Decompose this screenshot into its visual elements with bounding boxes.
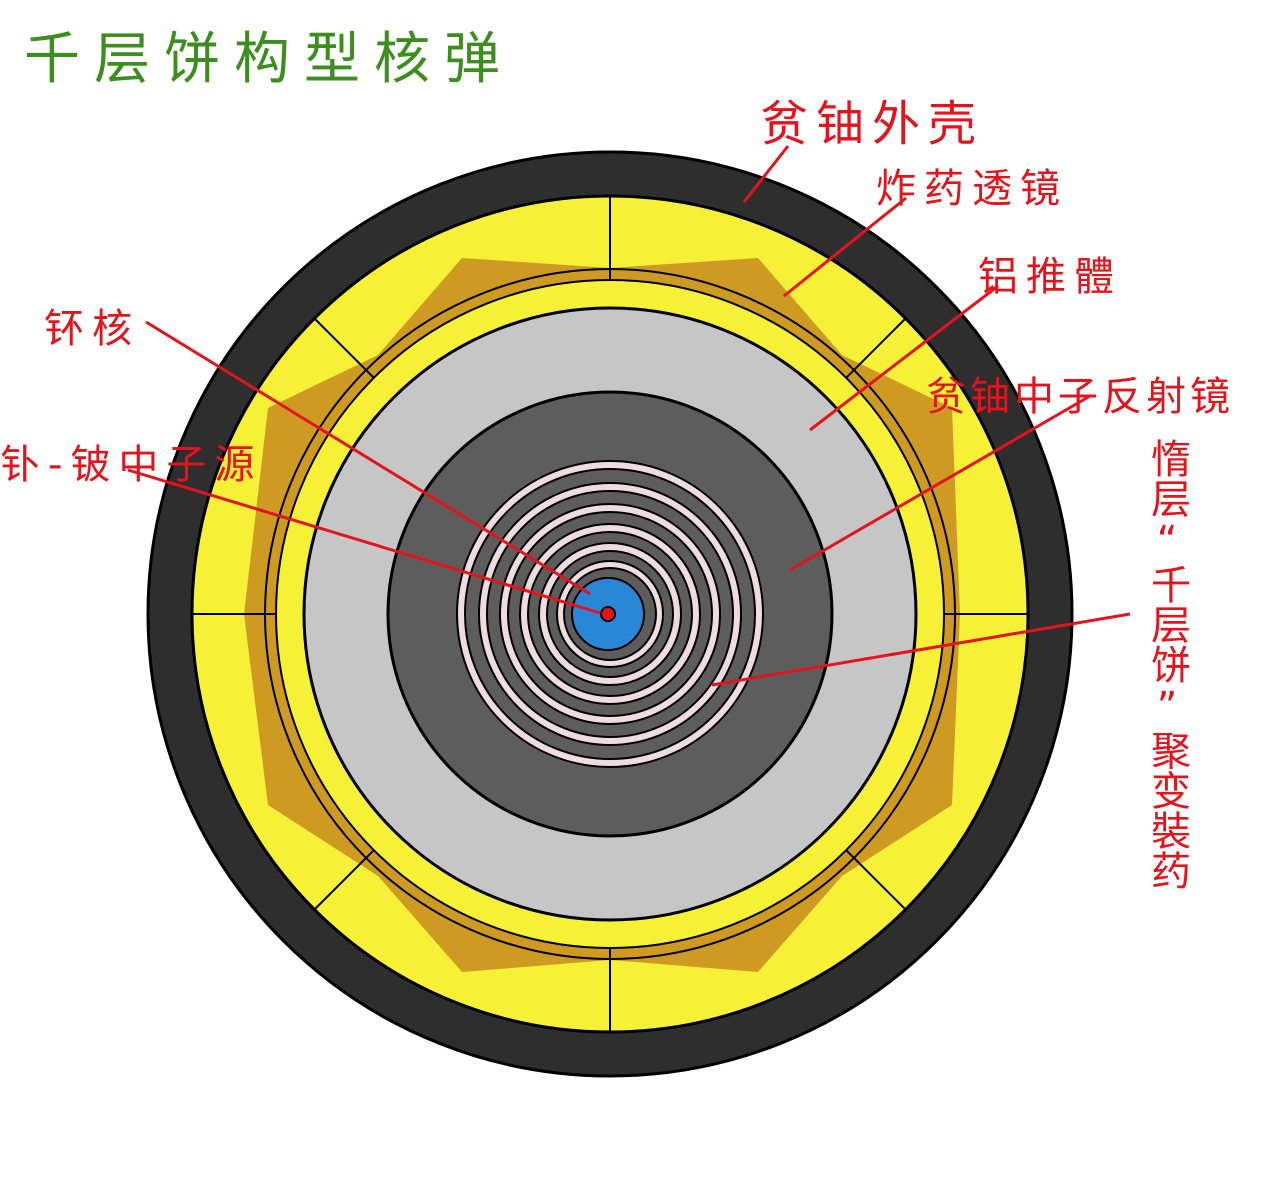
leader-reflector [789, 394, 1091, 572]
leader-pit [145, 320, 591, 596]
diagram-title: 千层饼构型核弹 [24, 27, 514, 92]
label-layered: 惰层“千层饼”聚变裝药 [1144, 438, 1190, 890]
leader-pusher [809, 284, 999, 432]
label-reflector: 贫铀中子反射镜 [926, 374, 1234, 420]
leader-layered [711, 612, 1131, 687]
leader-lines [127, 145, 1131, 687]
label-pit: 钚核 [44, 306, 140, 352]
label-lens: 炸药透镜 [876, 166, 1068, 212]
leader-lens [783, 196, 907, 298]
label-pusher: 铝推體 [978, 254, 1122, 300]
leader-initiator [127, 468, 601, 615]
label-initiator: 钋-铍中子源 [0, 442, 263, 488]
neutron-initiator [600, 606, 616, 622]
label-casing: 贫铀外壳 [760, 96, 985, 152]
leader-casing [742, 145, 790, 203]
